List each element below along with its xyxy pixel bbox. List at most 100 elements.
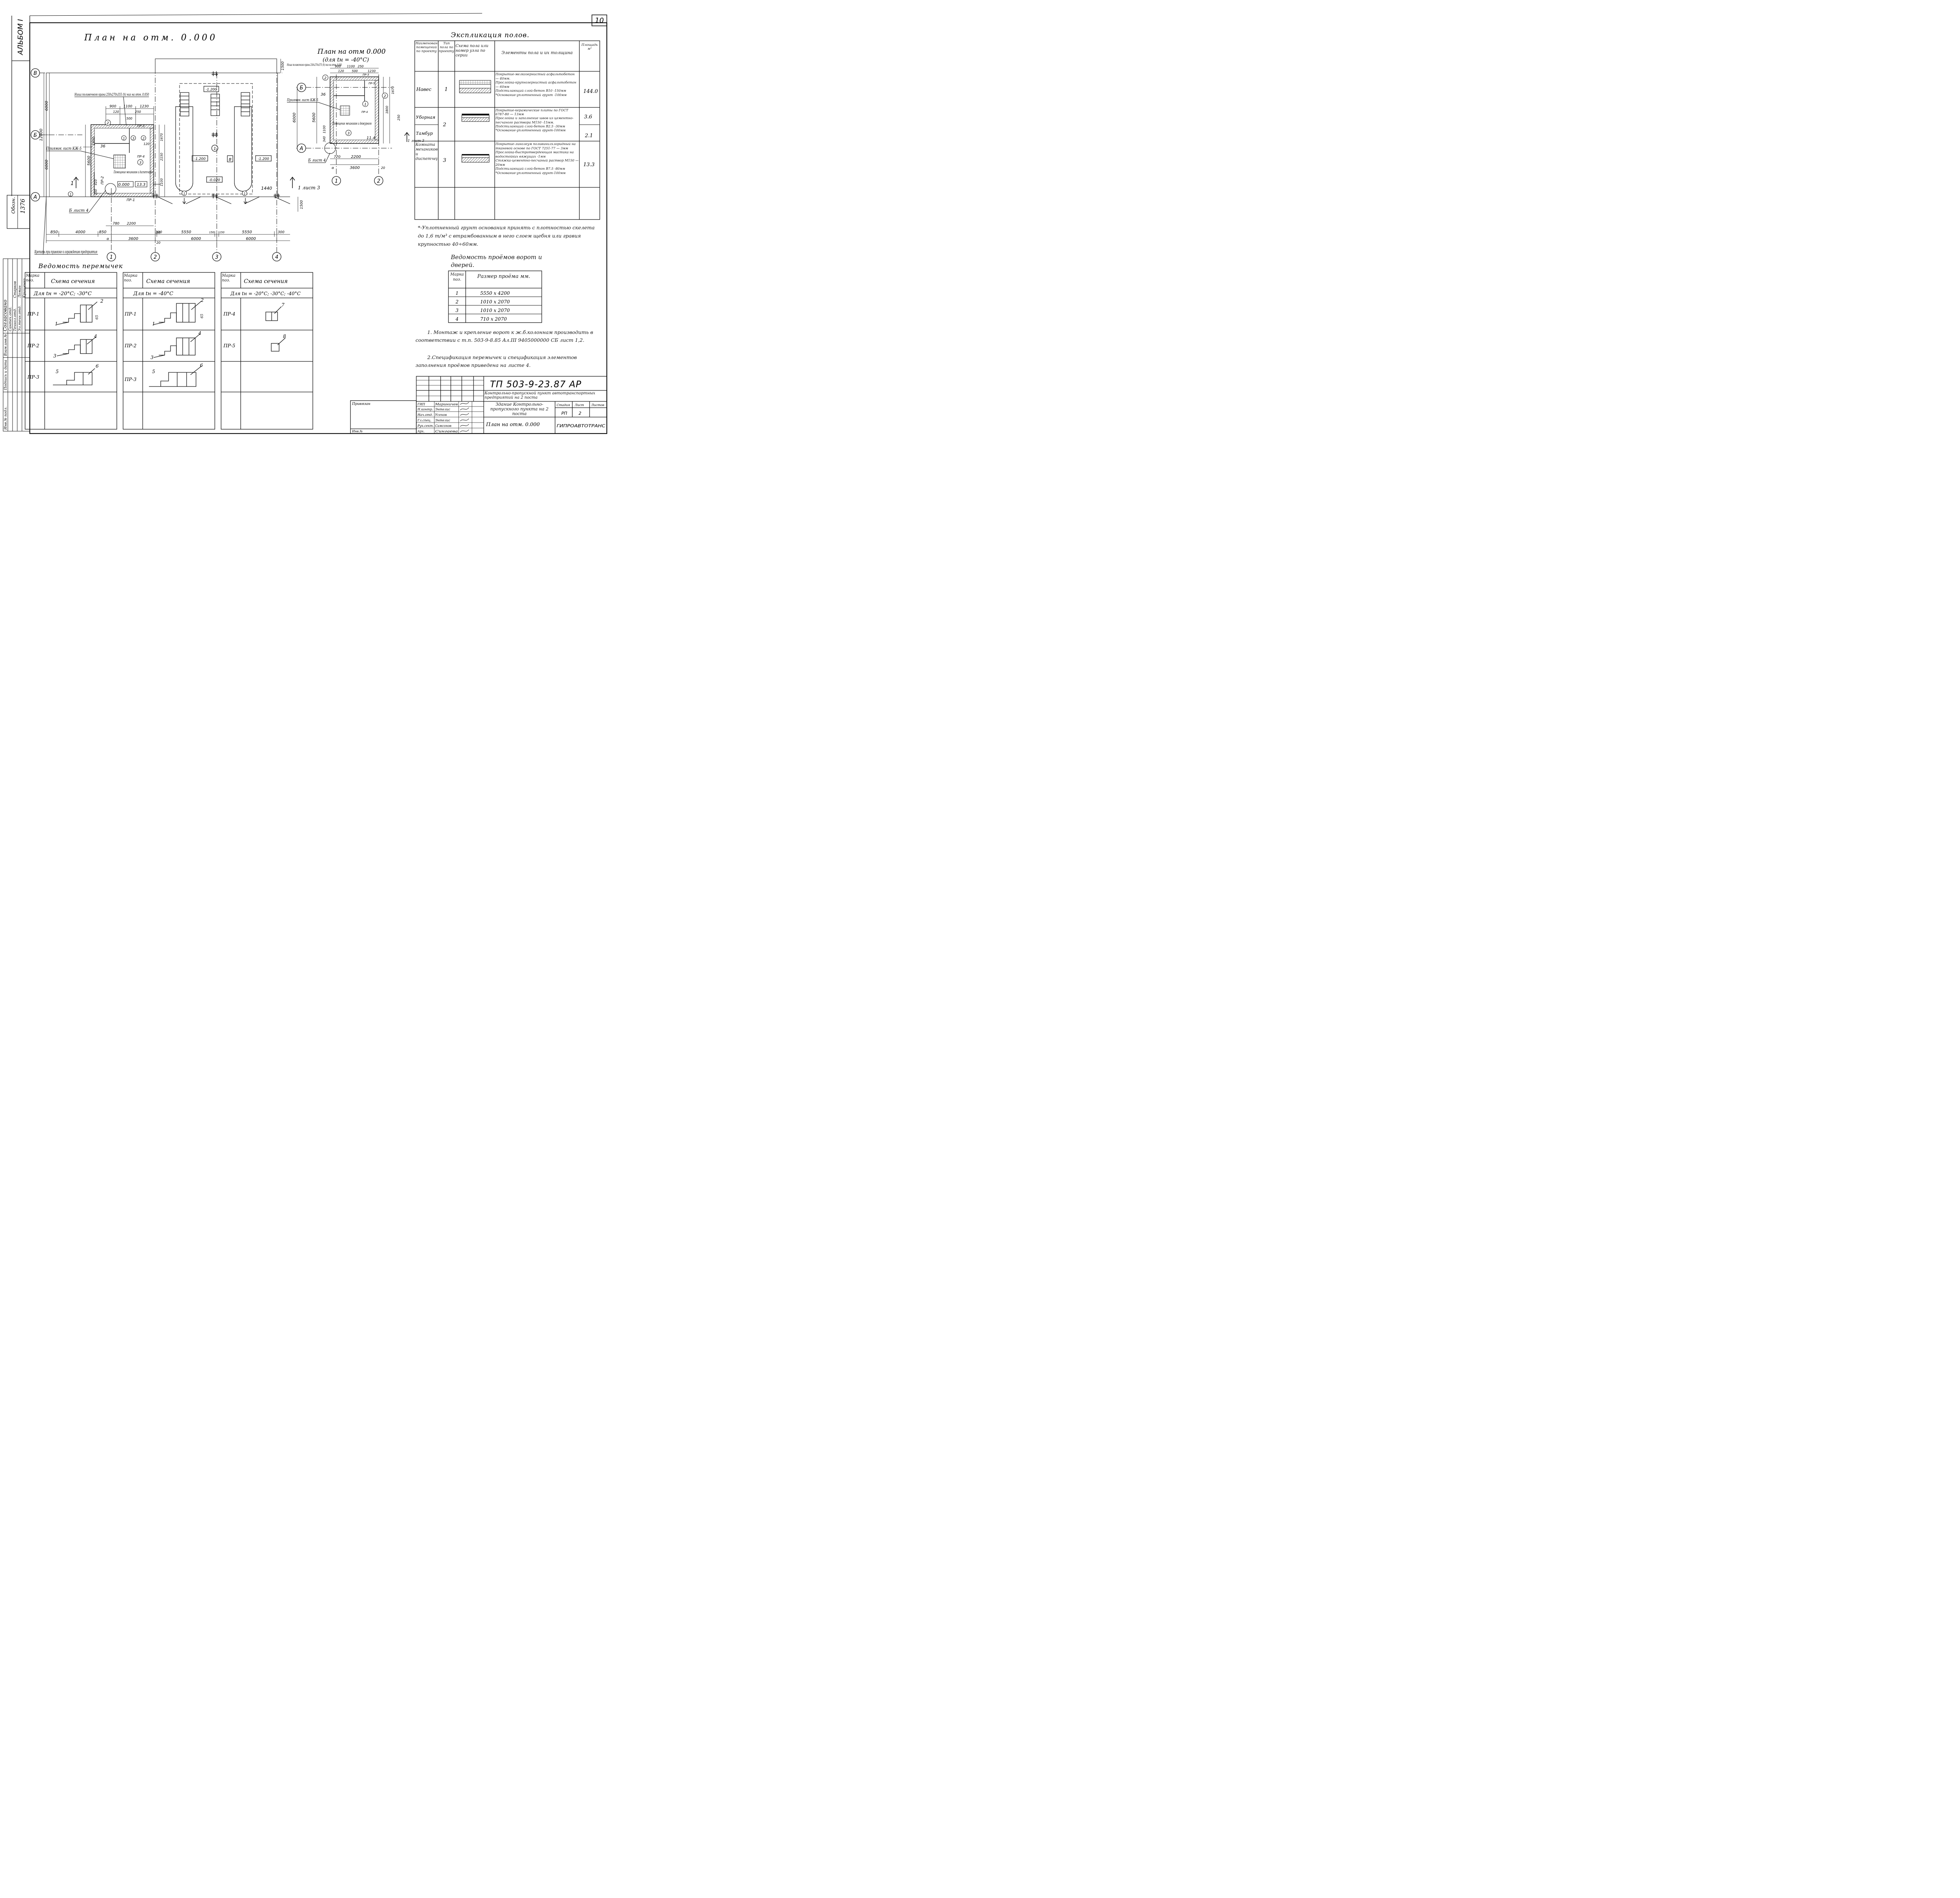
small-dim-1230: 1230 <box>368 69 376 73</box>
small-dim-250: 250 <box>397 114 401 120</box>
lintel-label: 6 <box>96 363 99 369</box>
lintel-mark: ПР-2 <box>27 343 39 348</box>
floors-hdr-scheme: Схема пола или номер узла по серии <box>456 44 488 58</box>
lintel-mark: ПР-3 <box>124 377 137 382</box>
dim-b-4000: 4000 <box>75 230 85 234</box>
room-name: Помещение механиков и диспетчеров <box>113 171 153 174</box>
lintel-mark: ПР-2 <box>124 343 136 348</box>
person: Сингаева <box>435 430 458 433</box>
floor-el-2-4: *Основание-уплотненный грунт-100мм <box>495 128 566 132</box>
lintel-label: 7 <box>281 302 285 308</box>
openings-title: Ведомость проёмов ворот и дверей. <box>451 254 542 269</box>
small-dim-1100: 1100 <box>323 125 326 133</box>
approval-name-1: Старков <box>13 281 17 298</box>
floor-el-4-1: Покрытие-линолеум поливинилхлоридный на … <box>495 142 576 150</box>
sheet-header: Лист <box>574 403 584 407</box>
small-dim-340: 340 <box>323 136 326 142</box>
approval-block <box>3 258 30 432</box>
person: Энтелис <box>435 419 450 422</box>
lintel-label: 1 <box>152 321 155 327</box>
lintel-cond-3: Для tн = -20°С; -30°С; -40°С <box>230 291 301 296</box>
dim-right-120: 120 <box>143 142 149 146</box>
dim-room-1800: 1800 <box>92 136 96 145</box>
axis-number-3: 3 <box>215 254 218 260</box>
openings-hdr-mark: Марка поз. <box>450 272 464 282</box>
lintel-hdr-mark-3: Марка поз. <box>222 274 236 283</box>
dim-b2-6000b: 6000 <box>246 237 256 241</box>
area-box: 13.3 <box>137 183 145 187</box>
small-mark-3: 3 <box>347 132 350 136</box>
floors-hdr-area: Площадь м² <box>581 43 598 51</box>
dim-top-500: 500 <box>126 117 132 120</box>
level-box: 0.000 <box>118 183 130 187</box>
floor-room-3: Тамбур <box>416 131 433 136</box>
tie-label: Привязан <box>352 402 370 406</box>
dim-b-5550b: 5550 <box>242 230 252 234</box>
title-block: ТП 503-9-23.87 АР Контрольно-пропускной … <box>350 376 607 434</box>
small-dim-1670: 1670 <box>391 86 395 94</box>
room-mark-v: В <box>229 158 232 162</box>
small-dim-2200: 2200 <box>351 155 361 159</box>
small-mark-2: 2 <box>324 76 327 80</box>
gate-mark-2: 1 <box>243 192 245 196</box>
level-ramp-right: -1.200 <box>258 157 269 161</box>
sheet-value: 2 <box>579 411 581 416</box>
small-axis-b: Б <box>300 85 303 91</box>
person: Мариничев <box>435 403 458 406</box>
note-2: 2.Спецификация перемычек и спецификация … <box>416 354 577 368</box>
floor-room-4: Комната механиков и диспетчеров <box>416 143 437 161</box>
service-room <box>91 124 161 197</box>
person: Энтелис <box>435 408 450 411</box>
lintel-mark: ПР-1 <box>124 311 136 317</box>
level-ramp-top: -1.200 <box>205 88 217 92</box>
section-ref-right: 1 лист 3 <box>298 185 320 191</box>
dim-left-6000-bot: 6000 <box>45 160 49 169</box>
dim-top-120: 120 <box>113 110 119 114</box>
lintel-hdr-scheme-2: Схема сечения <box>146 278 190 285</box>
dim-left-12000: 12000 <box>39 129 44 141</box>
lintel-cond-2: Для tн = -40°С <box>133 291 173 297</box>
dim-b-150b: 150 <box>219 231 225 234</box>
inv-no-label: Инв.№ <box>352 430 363 433</box>
mark-pr1-main: ПР-1 <box>127 198 135 202</box>
small-dim-5600: 5600 <box>312 113 316 122</box>
doc-code: ТП 503-9-23.87 АР <box>490 379 582 390</box>
floor-el-1-2: Прослойка-крупнозернистый асфальтобетон … <box>495 80 577 89</box>
opening-size: 1010 x 2070 <box>480 299 510 305</box>
service-posts <box>175 86 272 192</box>
opening-mark: 4 <box>455 316 459 322</box>
gate-mark-3: 1 <box>69 193 71 196</box>
floor-el-4-5: *Основание-уплотненный грунт-100мм <box>495 171 566 175</box>
building-title: Здание Контрольно-пропускного пункта на … <box>490 402 549 416</box>
opening-size: 5550 x 4200 <box>480 290 510 296</box>
dim-right-1670: 1670 <box>160 133 163 141</box>
sheet-number: 10 <box>595 16 604 25</box>
dim-b-850b: 850 <box>99 230 106 234</box>
plan-small-title: План на отм 0.000 <box>317 48 386 56</box>
role: ГИП <box>417 403 425 406</box>
small-niche: Ниша поливочного крана 250x270x375 (h) н… <box>287 63 342 67</box>
dim-right-2150: 2150 <box>160 153 163 161</box>
sheet-frame <box>7 13 608 434</box>
opening-size: 710 x 2070 <box>480 316 507 322</box>
floors-hdr-room: Наименование помещений по проекту <box>416 42 437 53</box>
role: Н.контр. <box>417 408 433 411</box>
small-axis-a: А <box>299 146 303 152</box>
small-axis-2: 2 <box>377 178 380 184</box>
small-area: 11.4 <box>367 136 375 140</box>
small-dim-6000: 6000 <box>292 113 297 122</box>
small-dim-500: 500 <box>352 69 358 73</box>
floor-el-4-2: Прослойка-быстротвердеющая мастика на во… <box>495 150 574 158</box>
dim-b-300b: 300 <box>278 230 284 234</box>
floor-el-1-1: Покрытие-мелкозернистый асфальтобетон — … <box>495 72 575 80</box>
person: Самсонов <box>435 424 452 428</box>
axis-letter-v: В <box>34 71 37 76</box>
lintel-dim: 65 <box>200 314 204 318</box>
floor-el-2-3: Подстилающий слой-бетон В2.5 -30мм <box>495 124 565 128</box>
dim-right-1500-top: 1500 <box>281 61 285 70</box>
org-name: ГИПРОАВТОТРАНС <box>557 423 605 428</box>
floor-el-2-2: Прослойка и заполнение швов из цементно-… <box>495 116 573 124</box>
margin-inv: Инв.№ подл. <box>4 406 8 430</box>
floor-el-4-3: Стяжка-цементно-песчаный раствор М150 — … <box>495 158 579 167</box>
dim-room-36: 36 <box>100 144 105 149</box>
